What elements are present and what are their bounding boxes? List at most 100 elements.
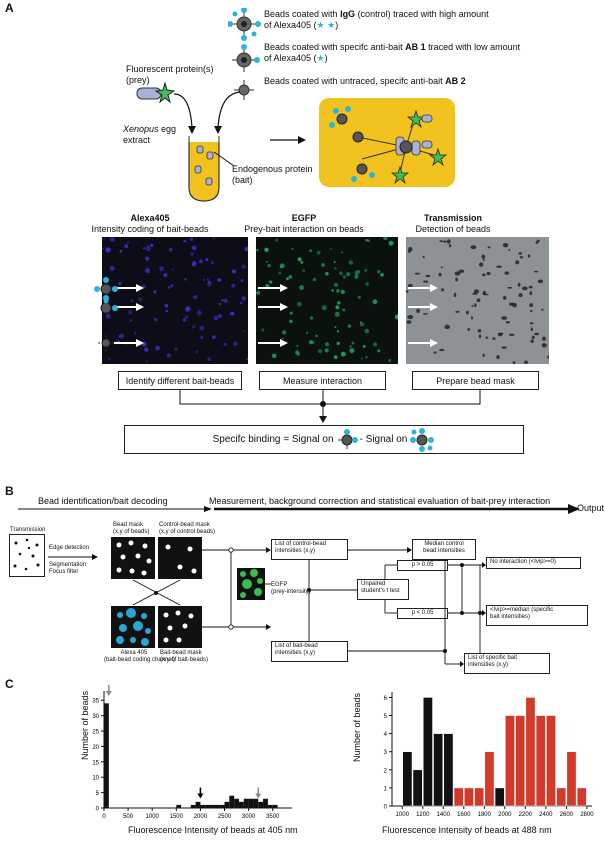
bait-mask-label: Bait-bead mask(x,y of bait-beads)	[160, 650, 209, 663]
bead-spot	[380, 272, 384, 277]
bead-spot	[205, 258, 209, 262]
bead-spot	[167, 286, 171, 289]
bead-spot	[119, 333, 124, 339]
bead-spot	[221, 298, 224, 302]
bead-spot	[134, 332, 137, 335]
bead-spot	[518, 252, 523, 255]
bead-spot	[497, 332, 503, 337]
ab1-bead-icon	[337, 428, 358, 449]
legend-line-1: Beads coated with IgG (control) traced w…	[264, 9, 489, 30]
bead-spot	[496, 355, 500, 360]
bead-spot	[207, 280, 211, 285]
bead-spot	[105, 247, 111, 253]
bead-spot	[531, 335, 535, 340]
prey-protein-icon	[136, 82, 175, 104]
bead-spot	[422, 255, 425, 259]
bead-spot	[302, 269, 306, 272]
control-mask-label: Control-bead mask(x,y of control beads)	[159, 522, 216, 535]
bead-spot	[351, 341, 355, 345]
step-prepare-mask: Prepare bead mask	[412, 371, 539, 390]
bead-spot	[118, 281, 122, 286]
bead-spot	[150, 243, 154, 248]
y-tick-label: 1	[384, 786, 388, 792]
bead-spot	[416, 308, 420, 313]
chart2-xlabel: Fluorescence Intensity of beads at 488 n…	[382, 825, 552, 835]
bead-spot	[336, 289, 340, 293]
bead-spot	[145, 360, 148, 363]
legend-line-3: Beads coated with untraced, specifc anti…	[264, 76, 466, 86]
bead-spot	[360, 357, 363, 360]
bead-spot	[530, 309, 533, 313]
bead-spot	[535, 241, 539, 244]
no-interaction-box: No interaction (<Ivip>=0)	[486, 557, 581, 569]
bead-spot	[182, 318, 186, 322]
bead-spot	[529, 291, 533, 296]
histogram-bar	[104, 703, 109, 808]
bead-spot	[336, 330, 340, 333]
histogram-bar	[243, 798, 249, 808]
bead-spot	[261, 328, 265, 332]
bead-spot	[482, 259, 485, 262]
bead-spot	[408, 246, 413, 252]
bead-spot	[329, 248, 332, 250]
bead-spot	[349, 348, 355, 354]
bead-spot	[264, 247, 269, 252]
bead-spot	[512, 302, 517, 308]
x-tick-label: 3000	[242, 814, 256, 820]
bead-spot	[146, 245, 149, 248]
x-tick-label: 2800	[580, 812, 594, 818]
x-tick-label: 2600	[560, 812, 574, 818]
bead-spot	[477, 329, 482, 333]
bead-spot	[289, 311, 293, 315]
bead-spot	[346, 271, 351, 277]
bead-spot	[269, 280, 273, 284]
bead-spot	[299, 285, 305, 291]
bead-spot	[159, 266, 165, 272]
histogram-bar	[238, 801, 244, 808]
bead-spot	[174, 347, 178, 351]
bead-spot	[334, 326, 337, 329]
bead-spot	[383, 237, 388, 241]
side-bead-icons	[94, 277, 118, 351]
bead-spot	[324, 348, 329, 353]
bead-spot	[448, 244, 452, 248]
histogram-bar	[200, 804, 206, 808]
bead-spot	[482, 290, 486, 295]
bead-spot	[271, 353, 277, 359]
bead-spot	[357, 295, 361, 299]
bead-spot	[453, 292, 457, 298]
bead-spot	[309, 316, 314, 320]
bead-spot	[377, 349, 381, 353]
prey-label: Fluorescent protein(s)(prey)	[126, 64, 214, 85]
bead-spot	[102, 247, 104, 250]
edge-detection-arrow	[48, 554, 98, 560]
header-bead-identification: Bead identification/bait decoding	[38, 496, 168, 506]
bead-spot	[300, 260, 304, 264]
bead-spot	[218, 314, 222, 318]
bead-spot	[478, 334, 482, 339]
x-tick-label: 500	[123, 814, 134, 820]
bead-mask-label: Bead mask(x,y of beads)	[113, 522, 150, 535]
x-tick-label: 1000	[396, 812, 410, 818]
bead-spot	[192, 325, 196, 329]
bead-spot	[241, 296, 246, 301]
transmission-label: Transmission	[10, 527, 46, 533]
bead-spot	[507, 286, 513, 289]
endogenous-pointer	[213, 151, 235, 167]
legend-bead-icons	[228, 8, 261, 100]
bead-spot	[199, 259, 203, 264]
bead-spot	[306, 331, 309, 334]
bead-spot	[473, 289, 479, 294]
bead-spot	[487, 246, 491, 249]
y-tick-label: 4	[384, 732, 388, 738]
y-tick-label: 0	[384, 805, 388, 811]
bead-spot	[340, 351, 346, 357]
bead-spot	[318, 349, 323, 354]
histogram-bar-bait	[535, 715, 546, 807]
bead-spot	[508, 333, 515, 336]
y-tick-label: 0	[96, 807, 100, 813]
bead-spot	[521, 286, 528, 291]
bead-spot	[360, 322, 365, 327]
